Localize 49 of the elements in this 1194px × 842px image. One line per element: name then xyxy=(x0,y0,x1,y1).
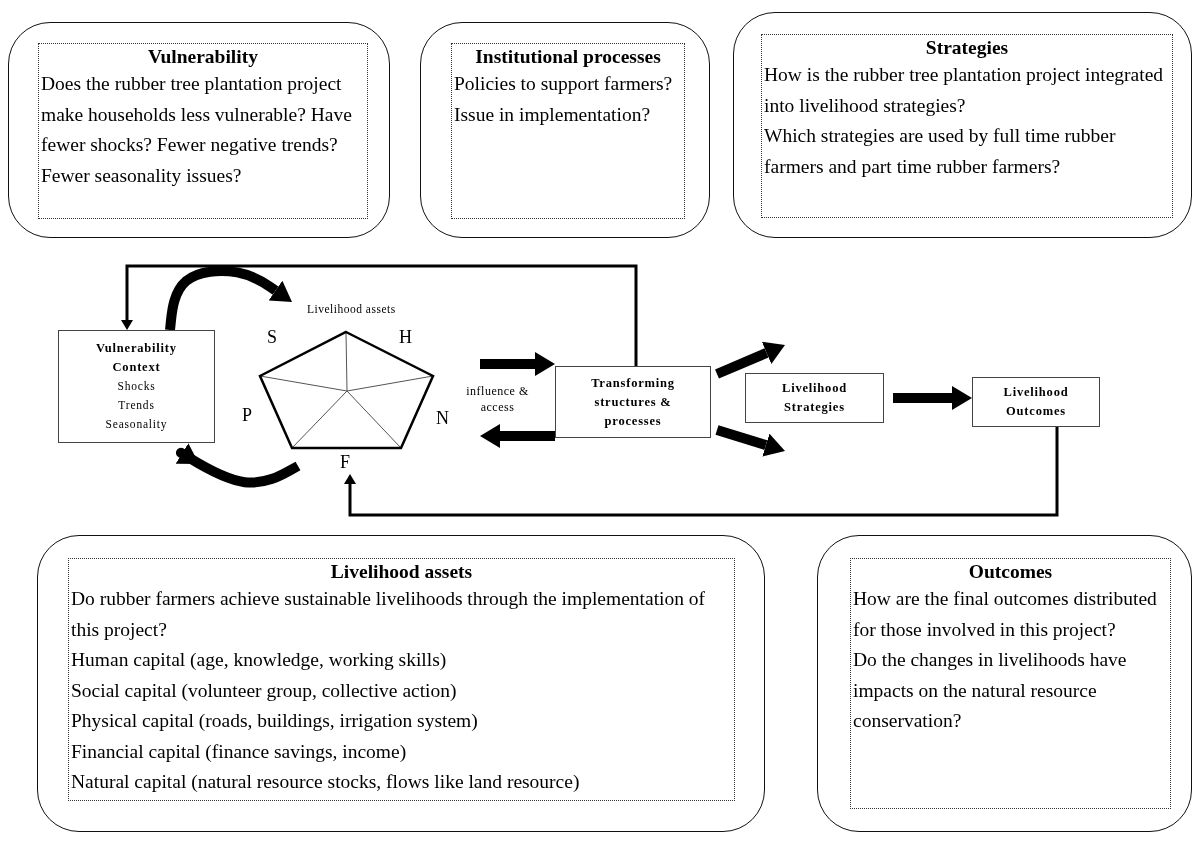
panel-text: Which strategies are used by full time rubber farmers and part time rubber farmers? xyxy=(764,124,1117,179)
panel-text: Social capital (volunteer group, collective action) xyxy=(71,678,458,703)
process-box xyxy=(58,330,215,443)
asset-letter: H xyxy=(399,327,412,348)
panel-text: Physical capital (roads, buildings, irrigation system) xyxy=(71,709,479,733)
asset-letter: P xyxy=(242,405,252,426)
arrow xyxy=(121,264,638,366)
box-text: Shocks xyxy=(117,379,156,394)
rounded-panel xyxy=(733,12,1192,238)
panel-heading: Strategies xyxy=(924,36,1010,60)
arrow xyxy=(175,443,301,488)
asset-letter: S xyxy=(267,327,277,348)
panel-text: Human capital (age, knowledge, working skills) xyxy=(71,648,448,672)
process-box xyxy=(555,366,711,438)
pentagon-title: Livelihood assets xyxy=(307,303,396,315)
arrow xyxy=(893,386,972,410)
process-box xyxy=(972,377,1100,427)
panel-text: How are the final outcomes distributed for those involved in this project? xyxy=(853,587,1158,642)
arrow xyxy=(165,266,292,331)
box-text: Seasonality xyxy=(105,417,168,433)
flow-label: influence & access xyxy=(465,383,530,415)
arrow xyxy=(344,427,1059,517)
panel-text: Do the changes in livelihoods have impacts on the natural resource conservation? xyxy=(853,648,1128,733)
rounded-panel xyxy=(817,535,1192,832)
arrow xyxy=(715,425,785,457)
panel-text: Financial capital (finance savings, income) xyxy=(71,739,408,764)
box-title: Livelihood Strategies xyxy=(781,380,848,416)
panel-heading: Institutional processes xyxy=(474,45,662,69)
asset-letter: N xyxy=(436,408,449,429)
arrow xyxy=(480,352,555,376)
panel-text: Do rubber farmers achieve sustainable livelihoods through the implementation of this project? xyxy=(71,587,707,642)
panel-heading: Vulnerability xyxy=(147,45,259,69)
asset-letter: F xyxy=(340,452,350,473)
box-title: Vulnerability Context xyxy=(95,340,178,376)
rounded-panel xyxy=(8,22,390,238)
box-text: Trends xyxy=(118,398,155,413)
panel-heading: Livelihood assets xyxy=(329,560,474,584)
process-box xyxy=(745,373,884,423)
panel-text: Policies to support farmers? Issue in implementation? xyxy=(454,72,674,127)
rounded-panel xyxy=(37,535,765,832)
panel-text: Natural capital (natural resource stocks, flows like land resource) xyxy=(71,770,581,794)
panel-text: Does the rubber tree plantation project make households less vulnerable? Have fewer shocks? Fewer negative trends? Fewer seasonality issues? xyxy=(41,72,353,188)
panel-text: How is the rubber tree plantation project integrated into livelihood strategies? xyxy=(764,63,1165,118)
arrow xyxy=(715,341,785,379)
rounded-panel xyxy=(420,22,710,238)
box-title: Livelihood Outcomes xyxy=(1002,384,1070,420)
arrow xyxy=(480,424,555,448)
box-title: Transforming structures & processes xyxy=(590,374,676,430)
panel-heading: Outcomes xyxy=(967,560,1054,584)
